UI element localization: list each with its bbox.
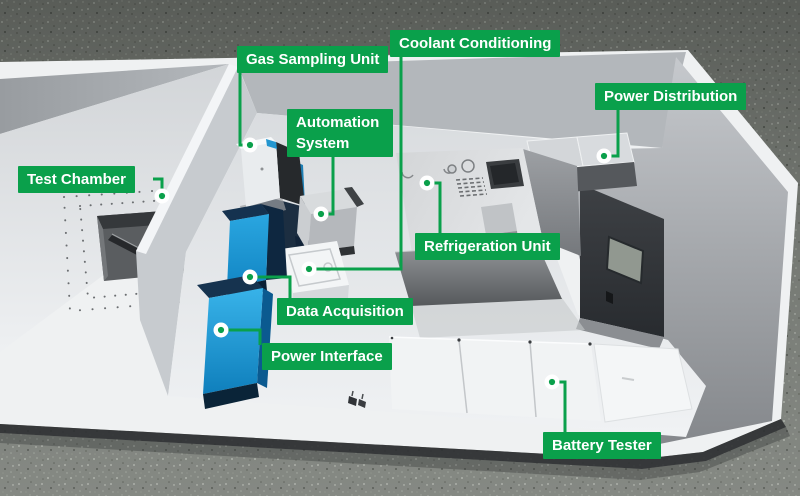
coolant-conditioning-callout-line [309,53,403,271]
door-handle [606,291,613,304]
battery-tester-marker[interactable] [544,374,560,390]
hotspot-markers [154,137,612,390]
power-interface-marker[interactable] [213,322,229,338]
data-acquisition-callout-line [250,275,292,300]
automation-system-label[interactable]: Automation System [287,109,393,157]
power-distribution-label[interactable]: Power Distribution [595,83,747,110]
test-chamber-floor [0,64,229,352]
power-interface-label[interactable]: Power Interface [262,343,392,370]
divider-wall [136,64,257,396]
coolant-conditioning-label[interactable]: Coolant Conditioning [390,30,561,57]
refrigeration-marker[interactable] [419,175,435,191]
refrigeration-unit-label[interactable]: Refrigeration Unit [415,233,560,260]
test-chamber-label[interactable]: Test Chamber [18,166,135,193]
power-interface-callout-line [221,328,262,345]
refrigeration-shadow [411,298,585,338]
door-window [605,235,645,285]
battery-tester-label[interactable]: Battery Tester [543,432,661,459]
gas-sampling-unit-label[interactable]: Gas Sampling Unit [237,46,389,73]
data-acquisition-label[interactable]: Data Acquisition [277,298,413,325]
floor-fittings [348,390,366,408]
refrigeration-side-box [481,203,517,235]
gas-sampling-marker[interactable] [242,137,258,153]
test-chamber-marker[interactable] [154,188,170,204]
power-distribution-marker[interactable] [596,148,612,164]
refrigeration-vent-grid [455,177,488,197]
gas-unit-blue-stripe [266,139,277,149]
automation-system-marker[interactable] [313,206,329,222]
container-door [576,184,664,349]
coolant-conditioning-marker[interactable] [301,261,317,277]
data-acquisition-marker[interactable] [242,269,258,285]
equipment-room-back-wall [238,52,686,148]
door-threshold [576,318,664,349]
battery-tester-panels-model [388,336,693,423]
